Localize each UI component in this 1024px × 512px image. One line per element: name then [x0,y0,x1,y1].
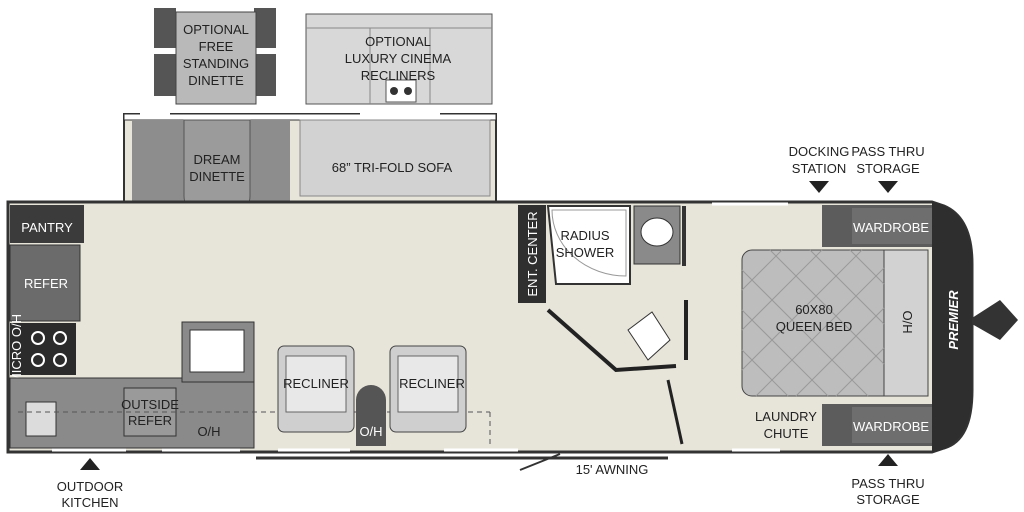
wardrobe-top-label: WARDROBE [853,220,929,235]
recliner-left-label: RECLINER [283,376,349,391]
oh-middle-label: O/H [359,424,382,439]
outside-refer-line1: OUTSIDE [121,397,179,412]
recliner-right-label: RECLINER [399,376,465,391]
wardrobe-bottom-label: WARDROBE [853,419,929,434]
optional-dinette-line3: STANDING [183,56,249,71]
pass-thru-top-line2: STORAGE [856,161,920,176]
ho-label: H/O [900,310,915,333]
bedroom: WARDROBE WARDROBE 60X80 QUEEN BED H/O LA… [741,205,932,446]
outdoor-kitchen-line1: OUTDOOR [57,479,123,494]
callouts: DOCKING STATION PASS THRU STORAGE PASS T… [57,144,925,510]
optional-dinette-line2: FREE [199,39,234,54]
dream-dinette-line2: DINETTE [189,169,245,184]
refer-label: REFER [24,276,68,291]
docking-station-line1: DOCKING [789,144,850,159]
pass-thru-bottom-arrow-icon [878,454,898,466]
outdoor-kitchen-arrow-icon [80,458,100,470]
optional-dinette-line1: OPTIONAL [183,22,249,37]
oh-kitchen-label: O/H [197,424,220,439]
outside-refer-line2: REFER [128,413,172,428]
pantry-label: PANTRY [21,220,73,235]
optional-dinette: OPTIONAL FREE STANDING DINETTE [154,8,276,105]
pass-thru-bottom-line2: STORAGE [856,492,920,507]
laundry-chute-line1: LAUNDRY [755,409,817,424]
pass-thru-top-arrow-icon [878,181,898,193]
premier-logo: PREMIER [946,290,961,350]
bathroom: ENT. CENTER RADIUS SHOWER [518,205,688,445]
ent-center-label: ENT. CENTER [525,211,540,296]
optional-dinette-line4: DINETTE [188,73,244,88]
kitchen: PANTRY REFER MICRO O/H OUTSIDE REFER O/H [9,205,491,449]
pass-thru-top-line1: PASS THRU [851,144,924,159]
laundry-chute-line2: CHUTE [764,426,809,441]
optional-recliners-line1: OPTIONAL [365,34,431,49]
sofa-label: 68” TRI-FOLD SOFA [332,160,453,175]
bed-line1: 60X80 [795,302,833,317]
docking-station-line2: STATION [792,161,846,176]
pass-thru-bottom-line1: PASS THRU [851,476,924,491]
radius-shower-line1: RADIUS [560,228,609,243]
radius-shower-line2: SHOWER [556,245,615,260]
awning-label: 15' AWNING [576,462,649,477]
docking-station-arrow-icon [809,181,829,193]
living: RECLINER RECLINER O/H [277,345,467,446]
micro-oh-label: MICRO O/H [9,314,24,384]
bed-line2: QUEEN BED [776,319,853,334]
dream-dinette-line1: DREAM [194,152,241,167]
optional-recliners-line3: RECLINERS [361,68,436,83]
outdoor-kitchen-line2: KITCHEN [61,495,118,510]
optional-recliners-line2: LUXURY CINEMA [345,51,452,66]
optional-recliners: OPTIONAL LUXURY CINEMA RECLINERS [305,13,493,105]
